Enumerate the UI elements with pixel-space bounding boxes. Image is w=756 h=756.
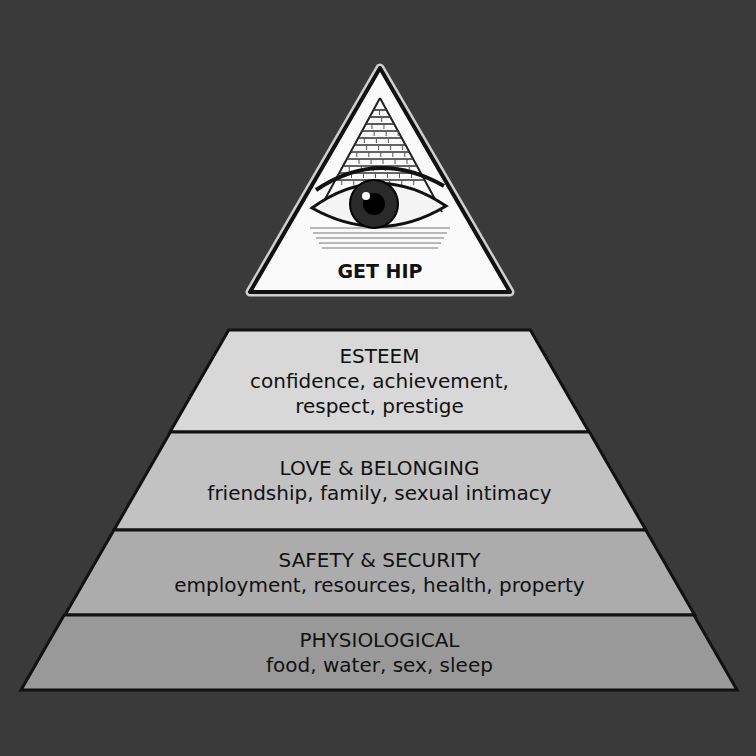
level-examples: confidence, achievement, respect, presti…	[229, 369, 529, 419]
band-text: SAFETY & SECURITYemployment, resources, …	[65, 548, 695, 598]
band-text: PHYSIOLOGICALfood, water, sex, sleep	[21, 628, 737, 678]
esteem-band: ESTEEMconfidence, achievement, respect, …	[170, 330, 589, 432]
band-text: GET HIP	[244, 260, 516, 284]
belonging-band: LOVE & BELONGINGfriendship, family, sexu…	[114, 432, 646, 530]
level-examples: employment, resources, health, property	[174, 573, 584, 598]
level-heading: LOVE & BELONGING	[280, 456, 480, 481]
level-examples: food, water, sex, sleep	[266, 653, 493, 678]
eye-triangle: GET HIP	[244, 60, 516, 300]
all-seeing-eye	[310, 98, 450, 248]
level-heading: SAFETY & SECURITY	[279, 548, 481, 573]
physiological-band: PHYSIOLOGICALfood, water, sex, sleep	[21, 615, 737, 690]
level-heading: ESTEEM	[339, 344, 419, 369]
apex-label: GET HIP	[337, 260, 422, 284]
level-examples: friendship, family, sexual intimacy	[207, 481, 551, 506]
band-text: LOVE & BELONGINGfriendship, family, sexu…	[114, 456, 646, 506]
level-heading: PHYSIOLOGICAL	[299, 628, 459, 653]
band-text: ESTEEMconfidence, achievement, respect, …	[170, 344, 589, 419]
safety-band: SAFETY & SECURITYemployment, resources, …	[65, 530, 695, 615]
